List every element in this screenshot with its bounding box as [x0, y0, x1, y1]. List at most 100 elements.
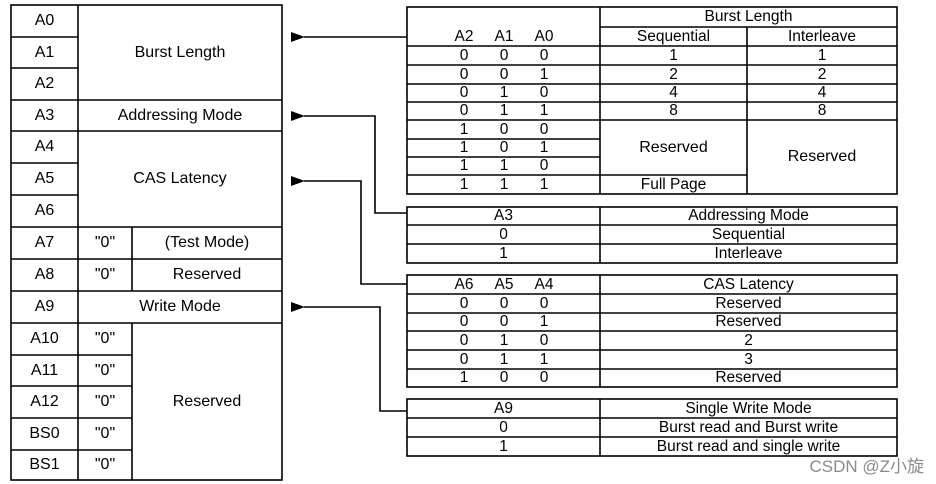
table-cell: 0 [539, 294, 549, 312]
table-cell: 0 [499, 294, 509, 312]
table-cell: 1 [499, 102, 509, 120]
table-cell: 1 [499, 175, 509, 193]
register-a12-value: "0" [94, 393, 116, 410]
table-cell: 0 [539, 120, 549, 138]
register-addr-a3: A3 [34, 106, 55, 124]
table-cell: 0 [459, 102, 469, 120]
watermark: CSDN @Z小旋 [809, 457, 924, 476]
table-cell: 1 [539, 350, 549, 368]
table-cell: 0 [499, 313, 509, 331]
table-cell: 0 [459, 294, 469, 312]
write-header-a9: A9 [494, 399, 513, 417]
table-cell: Burst read and Burst write [658, 418, 839, 436]
burst-table-title: Burst Length [704, 8, 793, 26]
burst-header-a2: A2 [454, 27, 474, 45]
table-cell: 4 [669, 84, 678, 102]
table-cell: 1 [459, 157, 469, 175]
table-cell: 0 [459, 84, 469, 102]
table-cell: 0 [459, 65, 469, 83]
register-test-mode: (Test Mode) [164, 234, 250, 251]
table-cell: 1 [499, 157, 509, 175]
table-cell: 1 [817, 46, 827, 64]
table-cell: 0 [539, 46, 549, 64]
table-cell: 8 [669, 102, 678, 120]
register-addr-a12: A12 [30, 393, 59, 410]
register-addressing-mode: Addressing Mode [117, 106, 243, 124]
table-cell: 1 [539, 175, 549, 193]
register-a8-reserved: Reserved [172, 266, 242, 283]
register-bs1-value: "0" [94, 456, 116, 473]
table-cell: 1 [499, 350, 509, 368]
table-cell: 1 [459, 139, 469, 157]
write-header-mode: Single Write Mode [685, 399, 812, 417]
table-cell: Interleave [714, 244, 783, 262]
table-cell: 0 [499, 139, 509, 157]
table-cell: 4 [817, 84, 827, 102]
table-cell: 0 [539, 331, 549, 349]
table-cell: 0 [459, 331, 469, 349]
table-cell: Burst read and single write [656, 437, 841, 455]
cas-header-latency: CAS Latency [703, 275, 794, 293]
register-bs0-value: "0" [94, 425, 116, 442]
register-write-mode: Write Mode [139, 298, 221, 315]
register-high-reserved: Reserved [172, 392, 242, 410]
addressing-header-mode: Addressing Mode [688, 207, 809, 225]
burst-header-sequential: Sequential [636, 27, 711, 45]
table-cell: 2 [744, 331, 753, 349]
table-cell: 1 [539, 139, 549, 157]
register-addr-a11: A11 [30, 361, 59, 379]
table-cell: 1 [499, 244, 508, 262]
cas-header-a6: A6 [454, 275, 474, 293]
register-addr-bs0: BS0 [29, 425, 60, 442]
table-cell: Sequential [711, 225, 786, 243]
register-addr-a10: A10 [30, 330, 59, 347]
register-burst-length: Burst Length [134, 43, 226, 61]
table-cell: 0 [499, 225, 508, 243]
table-cell: 2 [669, 65, 678, 83]
burst-header-a0: A0 [534, 27, 554, 45]
register-a10-value: "0" [94, 330, 116, 347]
register-addr-a0: A0 [34, 12, 55, 29]
table-cell: 1 [459, 369, 469, 387]
register-addr-a6: A6 [34, 202, 55, 219]
register-a7-value: "0" [94, 234, 116, 251]
burst-reserved-interleave: Reserved [787, 148, 857, 165]
register-addr-a4: A4 [34, 138, 55, 155]
register-a11-value: "0" [94, 361, 116, 379]
register-cas-latency: CAS Latency [133, 170, 227, 187]
register-addr-bs1: BS1 [29, 456, 60, 473]
register-addr-a8: A8 [34, 266, 55, 283]
table-cell: 2 [817, 65, 827, 83]
register-addr-a2: A2 [34, 75, 55, 92]
table-cell: 1 [499, 437, 508, 455]
register-addr-a1: A1 [34, 43, 55, 61]
table-cell: 0 [499, 369, 509, 387]
table-cell: 1 [669, 46, 678, 64]
register-a8-value: "0" [94, 266, 116, 283]
table-cell: Reserved [715, 313, 782, 331]
table-cell: 0 [499, 418, 508, 436]
table-cell: 3 [744, 350, 753, 368]
table-cell: 0 [459, 46, 469, 64]
table-cell: Reserved [715, 369, 782, 387]
table-cell: 1 [459, 175, 469, 193]
burst-full-page: Full Page [640, 175, 707, 193]
table-cell: 1 [539, 65, 549, 83]
table-cell: Reserved [715, 294, 782, 312]
burst-header-a1: A1 [494, 27, 514, 45]
register-addr-a5: A5 [34, 170, 55, 187]
table-cell: 1 [539, 313, 549, 331]
table-cell: 0 [499, 65, 509, 83]
table-cell: 0 [499, 46, 509, 64]
register-addr-a7: A7 [34, 234, 55, 251]
addressing-header-a3: A3 [494, 207, 513, 225]
table-cell: 1 [499, 331, 509, 349]
cas-header-a5: A5 [494, 275, 514, 293]
cas-header-a4: A4 [534, 275, 554, 293]
table-cell: 1 [499, 84, 509, 102]
table-cell: 0 [459, 313, 469, 331]
burst-reserved-sequential: Reserved [639, 138, 708, 156]
table-cell: 1 [459, 120, 469, 138]
table-cell: 0 [459, 350, 469, 368]
